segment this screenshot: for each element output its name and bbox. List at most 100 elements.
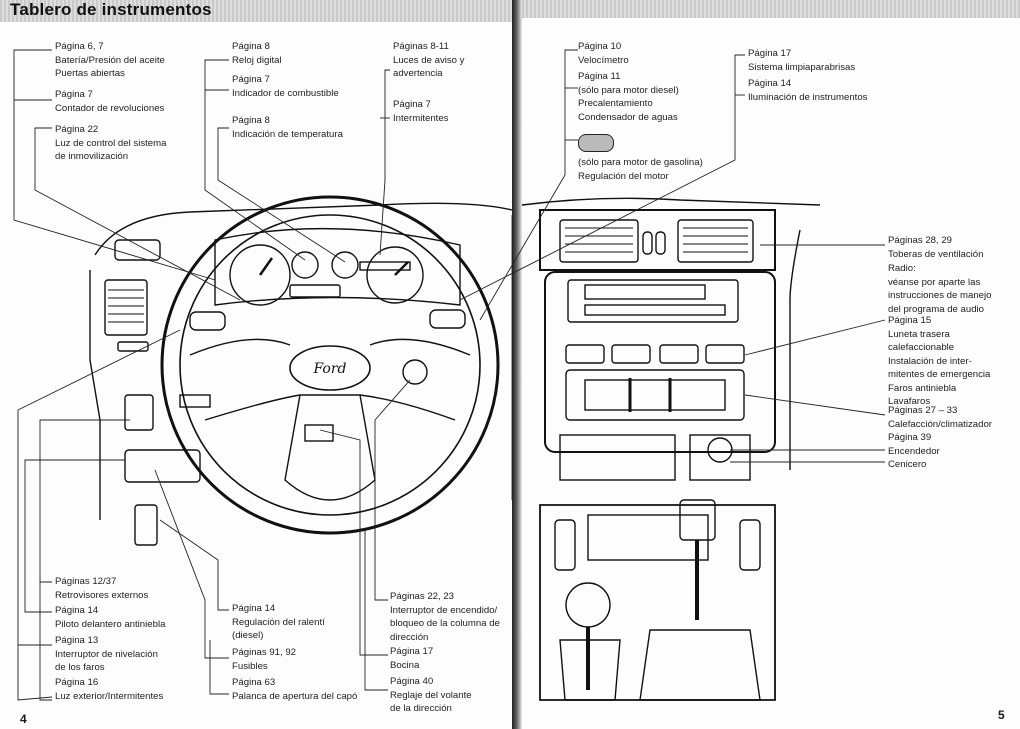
page-ref: Página 14 <box>748 78 792 89</box>
label-text: véanse por aparte las <box>888 276 981 288</box>
label-text: Sistema limpiaparabrisas <box>748 61 856 73</box>
label-group-idle: Página 14 Regulación del ralentí (diesel… <box>232 602 325 643</box>
label-group-mirrors: Páginas 12/37 Retrovisores externos <box>55 575 148 602</box>
label-text: instrucciones de manejo <box>888 290 992 301</box>
page-ref: Página 39 <box>888 432 932 443</box>
title-bar <box>0 0 512 22</box>
label-group-warning-lights: Páginas 8-11 Luces de aviso y advertenci… <box>393 40 464 81</box>
label-text: Interruptor de encendido/ <box>390 604 498 616</box>
label-text: Batería/Presión del aceite <box>55 54 165 66</box>
label-text: (sólo para motor de gasolina) <box>578 157 703 168</box>
label-group-instrument-light: Página 14 Iluminación de instrumentos <box>748 77 867 104</box>
label-text: Lavafaros <box>888 396 931 407</box>
ford-logo-text: Ford <box>312 361 346 377</box>
page-ref: Páginas 22, 23 <box>390 591 455 602</box>
label-text: Regulación del ralentí <box>232 616 325 628</box>
label-text: Iluminación de instrumentos <box>748 91 868 103</box>
page-number-left: 4 <box>20 712 27 726</box>
label-text: Condensador de aguas <box>578 111 678 123</box>
label-text: Reloj digital <box>232 54 282 66</box>
book-spine <box>512 0 522 729</box>
label-group-speedometer: Página 10 Velocímetro <box>578 40 629 67</box>
page-ref: Páginas 12/37 <box>55 576 117 587</box>
label-text: Fusibles <box>232 660 268 672</box>
label-text: de los faros <box>55 662 105 673</box>
label-group-heating: Páginas 27 – 33 Calefacción/climatizador <box>888 404 992 431</box>
left-page <box>0 0 512 729</box>
label-text: Palanca de apertura del capó <box>232 690 358 702</box>
label-text: Luneta trasera <box>888 328 950 340</box>
label-group-indicators: Página 7 Intermitentes <box>393 98 448 125</box>
label-text: Instalación de inter- <box>888 355 972 367</box>
page-ref: Página 40 <box>390 676 434 687</box>
label-text: calefaccionable <box>888 342 955 353</box>
label-group-bonnet: Página 63 Palanca de apertura del capó <box>232 676 357 703</box>
label-text: dirección <box>390 631 429 643</box>
label-group-horn: Página 17 Bocina <box>390 645 433 672</box>
label-group-oil-doors: Página 6, 7 Batería/Presión del aceite P… <box>55 40 165 81</box>
page-ref: Página 11 <box>578 71 621 82</box>
label-text: Interruptor de nivelación <box>55 648 158 660</box>
page-ref: Páginas 91, 92 <box>232 647 297 658</box>
label-text: (sólo para motor diesel) <box>578 84 679 96</box>
page-ref: Página 7 <box>55 89 93 100</box>
page-ref: Página 14 <box>232 603 276 614</box>
label-text: bloqueo de la columna de <box>390 618 500 629</box>
label-text: Retrovisores externos <box>55 589 149 601</box>
label-text: Indicador de combustible <box>232 87 339 99</box>
page-ref: Página 22 <box>55 124 99 135</box>
page-ref: Página 6, 7 <box>55 41 104 52</box>
page-ref: Páginas 27 – 33 <box>888 405 958 416</box>
page-ref: Página 17 <box>390 646 434 657</box>
label-group-fuel: Página 7 Indicador de combustible <box>232 73 339 100</box>
page-ref: Página 63 <box>232 677 276 688</box>
label-group-rear-window: Página 15 Luneta trasera calefaccionable… <box>888 314 990 409</box>
page-title: Tablero de instrumentos <box>10 0 212 19</box>
label-text: advertencia <box>393 68 443 79</box>
title-bar-right <box>522 0 1020 18</box>
label-text: Indicación de temperatura <box>232 128 343 140</box>
page-ref: Página 15 <box>888 315 932 326</box>
label-text: Precalentamiento <box>578 98 653 109</box>
label-group-steering-adjust: Página 40 Reglaje del volante de la dire… <box>390 675 472 716</box>
label-text: Calefacción/climatizador <box>888 418 992 430</box>
label-text: Toberas de ventilación <box>888 248 984 260</box>
page-ref: Página 8 <box>232 115 270 126</box>
label-group-immobilizer: Página 22 Luz de control del sistema de … <box>55 123 166 164</box>
label-group-ignition: Páginas 22, 23 Interruptor de encendido/… <box>390 590 500 644</box>
label-text: Luz de control del sistema <box>55 137 167 149</box>
page-ref: Páginas 8-11 <box>393 41 449 52</box>
label-group-fog-lamp: Página 14 Piloto delantero antiniebla <box>55 604 165 631</box>
page-ref: Radio: <box>888 263 916 274</box>
label-text: Reglaje del volante <box>390 689 472 701</box>
label-text: de la dirección <box>390 703 452 714</box>
label-group-radio: Radio: véanse por aparte las instruccion… <box>888 262 991 316</box>
label-group-exterior-light: Página 16 Luz exterior/Intermitentes <box>55 676 163 703</box>
label-group-vents: Páginas 28, 29 Toberas de ventilación <box>888 234 983 261</box>
label-group-wipers: Página 17 Sistema limpiaparabrisas <box>748 47 855 74</box>
engine-icon <box>578 134 614 152</box>
page-ref: Página 7 <box>393 99 431 110</box>
page-ref: Página 14 <box>55 605 99 616</box>
label-group-temperature: Página 8 Indicación de temperatura <box>232 114 343 141</box>
label-text: Piloto delantero antiniebla <box>55 618 166 630</box>
label-text: Velocímetro <box>578 54 629 66</box>
page-ref: Página 17 <box>748 48 792 59</box>
label-group-petrol-engine: (sólo para motor de gasolina) Regulación… <box>578 156 703 183</box>
page-number-right: 5 <box>998 708 1005 722</box>
page-ref: Página 16 <box>55 677 99 688</box>
label-text: Intermitentes <box>393 112 449 124</box>
label-text: Luces de aviso y <box>393 54 465 66</box>
label-text: (diesel) <box>232 630 264 641</box>
label-group-fuses: Páginas 91, 92 Fusibles <box>232 646 296 673</box>
label-group-clock: Página 8 Reloj digital <box>232 40 282 67</box>
page-ref: Página 13 <box>55 635 99 646</box>
label-group-lighter-ashtray: Página 39 Encendedor Cenicero <box>888 431 940 472</box>
label-text: Regulación del motor <box>578 170 669 182</box>
label-text: Puertas abiertas <box>55 68 125 79</box>
label-text: Luz exterior/Intermitentes <box>55 690 164 702</box>
label-text: Bocina <box>390 659 420 671</box>
page-ref: Página 7 <box>232 74 270 85</box>
label-group-diesel-preheat: Página 11 (sólo para motor diesel) Preca… <box>578 70 679 124</box>
